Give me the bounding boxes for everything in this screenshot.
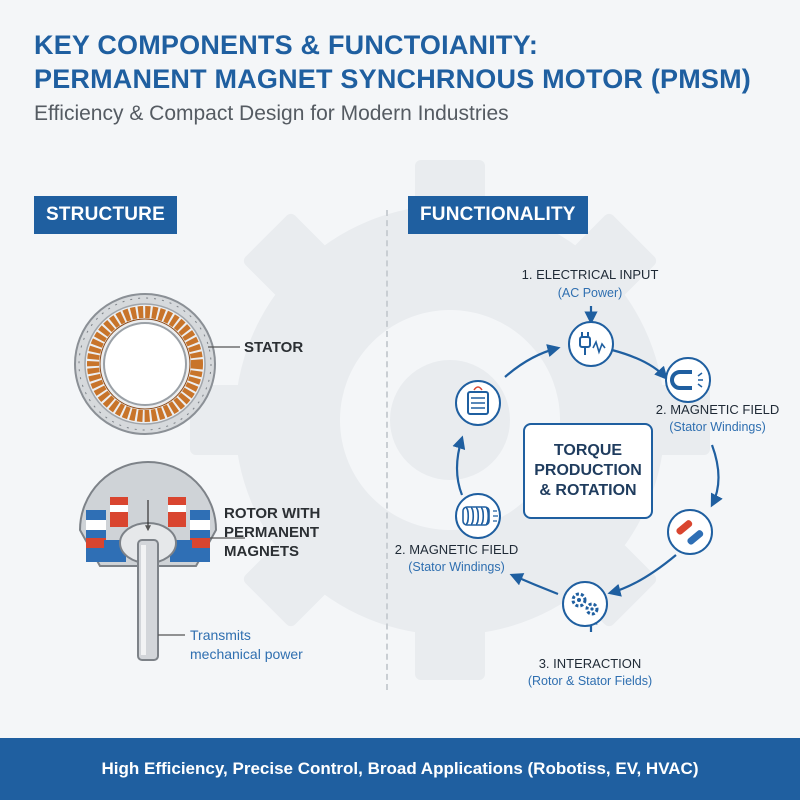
step-1-title: 1. ELECTRICAL INPUT xyxy=(521,267,659,282)
step-5-title: 2. MAGNETIC FIELD xyxy=(394,542,519,557)
torque-production-box: TORQUE PRODUCTION & ROTATION xyxy=(523,423,653,519)
cycle-arrows xyxy=(452,306,723,632)
footer-banner: High Efficiency, Precise Control, Broad … xyxy=(0,738,800,800)
step-4-sub: (Rotor & Stator Fields) xyxy=(527,674,653,688)
title-line-1: KEY COMPONENTS & FUNCTOIANITY: xyxy=(34,30,539,60)
shaft-label-line-2: mechanical power xyxy=(190,646,303,662)
gears-icon xyxy=(562,581,608,627)
structure-heading: STRUCTURE xyxy=(34,196,177,234)
center-line-2: PRODUCTION xyxy=(534,462,642,479)
rotor-label: ROTOR WITH PERMANENT MAGNETS xyxy=(224,504,320,561)
footer-text: High Efficiency, Precise Control, Broad … xyxy=(101,759,699,778)
functionality-heading: FUNCTIONALITY xyxy=(408,196,588,234)
step-5-sub: (Stator Windings) xyxy=(408,560,505,574)
step-4-title: 3. INTERACTION xyxy=(538,656,642,671)
title-line-2: PERMANENT MAGNET SYNCHRNOUS MOTOR (PMSM) xyxy=(34,64,752,94)
step-2-title: 2. MAGNETIC FIELD xyxy=(655,402,780,417)
subtitle: Efficiency & Compact Design for Modern I… xyxy=(34,102,509,125)
shaft-label: Transmits mechanical power xyxy=(190,626,303,664)
rotor-label-line-3: MAGNETS xyxy=(224,543,299,560)
rotor-label-line-1: ROTOR WITH xyxy=(224,505,321,522)
stator-icon xyxy=(74,293,216,435)
winding-icon xyxy=(455,380,501,426)
background-gear-icon xyxy=(190,160,710,680)
section-divider xyxy=(386,210,388,690)
magnets-pair-icon xyxy=(667,509,713,555)
step-2-sub: (Stator Windings) xyxy=(669,420,766,434)
plug-icon xyxy=(568,321,614,367)
header: KEY COMPONENTS & FUNCTOIANITY: PERMANENT… xyxy=(34,28,751,126)
magnet-icon xyxy=(665,357,711,403)
rotor-icon xyxy=(78,461,218,661)
step-1-sub: (AC Power) xyxy=(557,286,623,300)
coil-icon xyxy=(455,493,501,539)
rotor-label-line-2: PERMANENT xyxy=(224,524,320,541)
stator-label: STATOR xyxy=(244,339,304,356)
center-line-1: TORQUE xyxy=(553,442,623,459)
center-line-3: & ROTATION xyxy=(539,482,637,499)
shaft-label-line-1: Transmits xyxy=(190,627,251,643)
